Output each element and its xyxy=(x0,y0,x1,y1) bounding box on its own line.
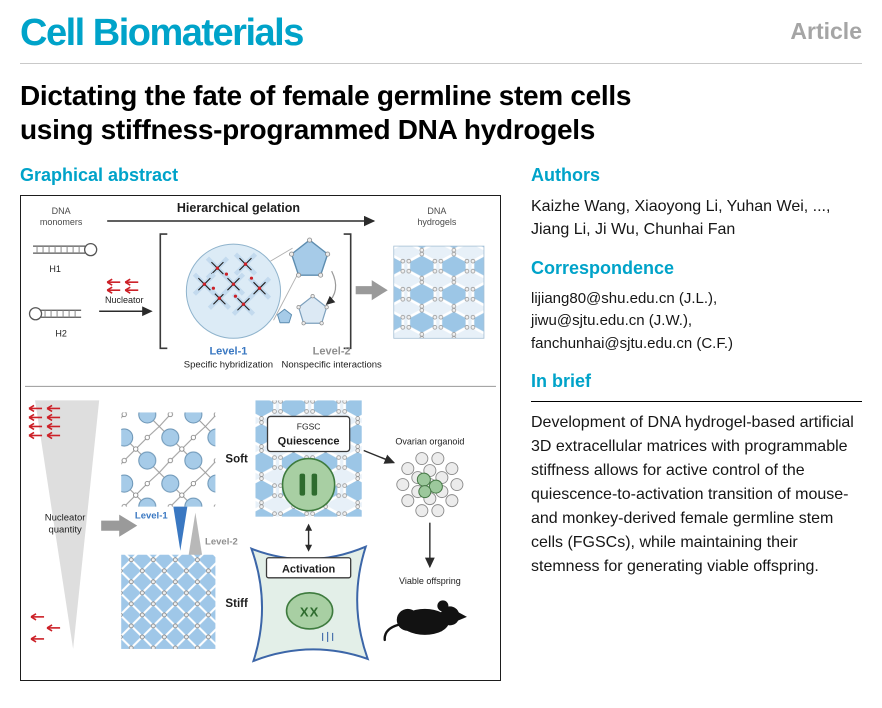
correspondence-email: fanchunhai@sjtu.edu.cn (C.F.) xyxy=(531,334,733,352)
ovarian-organoid-cluster xyxy=(396,452,464,518)
graphical-abstract-heading: Graphical abstract xyxy=(20,165,179,186)
level2-wedge xyxy=(188,512,203,557)
level2-label: Level-2 xyxy=(313,346,351,358)
level1-hybridization-circle xyxy=(185,243,297,339)
quiescence-label: Quiescence xyxy=(278,436,340,448)
dna-monomers-label: DNA xyxy=(52,206,71,216)
in-brief-heading: In brief xyxy=(531,371,592,392)
authors-heading: Authors xyxy=(531,165,600,186)
correspondence-email: lijiang80@shu.edu.cn (J.L.), xyxy=(531,289,718,307)
soft-label: Soft xyxy=(225,454,248,466)
header-divider xyxy=(20,62,862,64)
activation-cell-panel: XX Activation xyxy=(249,545,370,663)
transition-arrow xyxy=(305,523,313,552)
stiff-label: Stiff xyxy=(225,598,248,610)
level2-blobs-icon xyxy=(277,237,337,326)
stiff-network-patch xyxy=(121,554,216,650)
nucleator-label: Nucleator xyxy=(105,295,144,305)
masthead: Cell Biomaterials Article xyxy=(20,10,862,54)
activation-label: Activation xyxy=(282,563,336,575)
mouse-icon xyxy=(383,600,467,642)
correspondence-email: jiwu@sjtu.edu.cn (J.W.), xyxy=(531,312,693,330)
level1-caption: Specific hybridization xyxy=(184,360,273,371)
quantity-effect-arrow xyxy=(101,514,138,537)
correspondence-heading: Correspondence xyxy=(531,257,675,278)
level1-bottom-label: Level-1 xyxy=(135,511,168,522)
fgsc-quiescence-panel: FGSC Quiescence xyxy=(255,400,362,517)
figure-top-panel: DNA monomers Hierarchical gelation DNA h… xyxy=(28,201,485,371)
paper-title-line-1: Dictating the fate of female germline st… xyxy=(20,79,632,111)
left-bracket xyxy=(159,233,168,350)
paper-title: Dictating the fate of female germline st… xyxy=(20,79,780,147)
author-names: Kaizhe Wang, Xiaoyong Li, Yuhan Wei, ...… xyxy=(531,198,831,239)
graphical-abstract-figure: DNA monomers Hierarchical gelation DNA h… xyxy=(20,195,501,682)
quiescent-cell-icon xyxy=(281,457,336,512)
in-brief-divider xyxy=(531,401,862,403)
nucleator-quantity-wedge xyxy=(35,400,100,650)
svg-text:hydrogels: hydrogels xyxy=(417,217,457,227)
h1-hairpin-icon xyxy=(33,243,98,257)
h2-label: H2 xyxy=(55,328,67,338)
figure-bottom-panel: Nucleator quantity Soft Level-1 Level-2 … xyxy=(28,400,467,663)
level2-bottom-label: Level-2 xyxy=(205,537,238,548)
viable-offspring-label: Viable offspring xyxy=(399,576,461,586)
level1-label: Level-1 xyxy=(209,346,247,358)
paper-page: Cell Biomaterials Article Dictating the … xyxy=(20,10,862,682)
journal-logo: Cell Biomaterials xyxy=(20,12,304,54)
nucleator-arrows-icon xyxy=(106,278,140,295)
xx-chromosome-label: XX xyxy=(300,605,319,620)
right-bracket xyxy=(343,233,352,350)
nucleator-few-arrows-icon xyxy=(30,613,61,643)
article-meta-column: Authors Kaizhe Wang, Xiaoyong Li, Yuhan … xyxy=(531,165,862,681)
dna-hydrogels-label: DNA xyxy=(427,206,446,216)
in-brief-text: Development of DNA hydrogel-based artifi… xyxy=(531,414,854,576)
soft-network-patch xyxy=(121,412,216,507)
article-type-badge: Article xyxy=(790,18,862,44)
content-columns: Graphical abstract xyxy=(20,165,862,682)
ovarian-organoid-label: Ovarian organoid xyxy=(395,437,464,447)
to-organoid-arrow xyxy=(363,450,396,464)
graphical-abstract-section: Graphical abstract xyxy=(20,165,501,682)
correspondence-emails: lijiang80@shu.edu.cn (J.L.), jiwu@sjtu.e… xyxy=(531,288,862,356)
gelation-result-arrow xyxy=(355,280,388,301)
h2-hairpin-icon xyxy=(28,307,82,321)
nucleator-quantity-label: Nucleator xyxy=(45,513,86,524)
svg-text:monomers: monomers xyxy=(40,217,83,227)
graphical-abstract-svg: DNA monomers Hierarchical gelation DNA h… xyxy=(25,201,496,663)
h1-label: H1 xyxy=(49,264,61,274)
level1-wedge xyxy=(173,506,188,551)
paper-title-line-2: using stiffness-programmed DNA hydrogels xyxy=(20,114,596,146)
fgsc-label: FGSC xyxy=(297,422,321,432)
hierarchical-gelation-title: Hierarchical gelation xyxy=(177,201,300,215)
dna-hydrogel-patch xyxy=(393,245,485,339)
svg-text:quantity: quantity xyxy=(48,525,82,536)
level2-caption: Nonspecific interactions xyxy=(281,360,382,371)
